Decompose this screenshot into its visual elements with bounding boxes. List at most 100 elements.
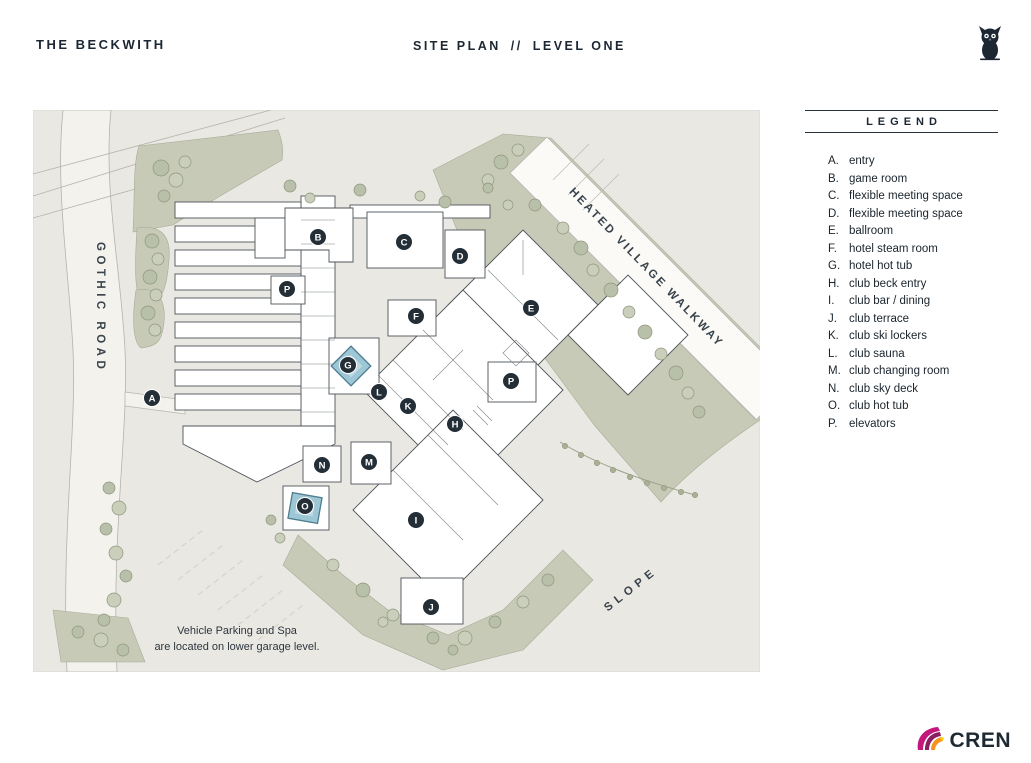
- legend-item-label: club sauna: [849, 347, 905, 360]
- svg-text:B: B: [315, 233, 322, 244]
- legend-item: M. club changing room: [828, 363, 998, 381]
- svg-text:L: L: [376, 388, 382, 399]
- page-title: SITE PLAN//LEVEL ONE: [413, 39, 626, 53]
- plan-marker-O: O: [296, 497, 314, 515]
- cren-logo-icon: [914, 724, 945, 757]
- legend-item-label: club beck entry: [849, 277, 927, 290]
- plan-marker-I: I: [407, 511, 425, 529]
- legend-item-label: hotel hot tub: [849, 260, 913, 272]
- svg-text:G: G: [344, 361, 351, 372]
- svg-text:J: J: [428, 603, 433, 614]
- legend-item: G. hotel hot tub: [828, 258, 998, 276]
- plan-marker-C: C: [395, 233, 413, 251]
- legend-item-label: club ski lockers: [849, 330, 927, 342]
- legend-item-key: E.: [828, 225, 839, 237]
- plan-marker-B: B: [309, 228, 327, 246]
- brand-title: THE BECKWITH: [36, 37, 166, 52]
- legend-item-key: K.: [828, 330, 839, 342]
- owl-logo-icon: [972, 24, 1008, 62]
- legend-item-key: H.: [828, 277, 840, 290]
- legend-item-key: L.: [828, 347, 838, 360]
- svg-text:I: I: [415, 516, 418, 527]
- site-plan-svg: GOTHIC ROAD HEATED VILLAGE WALKWAY SLOPE…: [33, 110, 760, 672]
- walkway-layer: [509, 136, 760, 421]
- legend-item-label: flexible meeting space: [849, 207, 963, 220]
- svg-text:M: M: [365, 458, 373, 469]
- legend-item-key: N.: [828, 382, 840, 395]
- plan-marker-K: K: [399, 397, 417, 415]
- legend-item-key: D.: [828, 207, 840, 220]
- plan-marker-E: E: [522, 299, 540, 317]
- legend-item-label: club hot tub: [849, 400, 909, 412]
- plan-marker-L: L: [370, 383, 388, 401]
- plan-marker-N: N: [313, 456, 331, 474]
- plan-marker-P: P: [502, 372, 520, 390]
- bush-row: [559, 441, 699, 499]
- legend-item: D. flexible meeting space: [828, 206, 998, 224]
- plan-marker-A: A: [143, 389, 161, 407]
- legend-item-label: game room: [849, 172, 908, 185]
- plan-marker-D: D: [451, 247, 469, 265]
- cren-logo-text: CREN: [949, 728, 1011, 752]
- legend-item: H. club beck entry: [828, 276, 998, 294]
- legend-item-key: G.: [828, 260, 841, 272]
- legend-item-key: J.: [828, 312, 837, 325]
- plan-marker-G: G: [339, 356, 357, 374]
- legend-item-label: elevators: [849, 417, 896, 430]
- svg-text:E: E: [528, 304, 534, 315]
- legend-item: P. elevators: [828, 416, 998, 434]
- plan-marker-M: M: [360, 453, 378, 471]
- plan-marker-P: P: [278, 280, 296, 298]
- svg-text:K: K: [405, 402, 412, 413]
- legend-item: O. club hot tub: [828, 398, 998, 416]
- legend-item-key: P.: [828, 417, 838, 430]
- svg-text:P: P: [508, 377, 515, 388]
- plan-marker-F: F: [407, 307, 425, 325]
- legend-item-label: flexible meeting space: [849, 190, 963, 202]
- plan-marker-J: J: [422, 598, 440, 616]
- svg-text:H: H: [452, 420, 459, 431]
- legend-item: F. hotel steam room: [828, 241, 998, 259]
- page-title-divider: //: [510, 39, 523, 53]
- svg-text:C: C: [401, 238, 408, 249]
- legend-item: K. club ski lockers: [828, 328, 998, 346]
- legend-item-key: I.: [828, 295, 835, 307]
- parking-note-line-1: Vehicle Parking and Spa: [177, 625, 298, 637]
- svg-text:N: N: [319, 461, 326, 472]
- legend-item-key: O.: [828, 400, 841, 412]
- page-title-sub: LEVEL ONE: [532, 39, 626, 53]
- tree-icons: [71, 143, 706, 657]
- legend-item: J. club terrace: [828, 311, 998, 329]
- legend-item: C. flexible meeting space: [828, 188, 998, 206]
- legend-item: E. ballroom: [828, 223, 998, 241]
- legend-item-label: club sky deck: [849, 382, 919, 395]
- legend-item-key: C.: [828, 190, 840, 202]
- legend-item-key: B.: [828, 172, 839, 185]
- legend-item: N. club sky deck: [828, 381, 998, 399]
- legend-item-label: entry: [849, 155, 875, 167]
- legend-item: I. club bar / dining: [828, 293, 998, 311]
- svg-text:F: F: [413, 312, 419, 323]
- legend-item-label: club terrace: [849, 312, 910, 325]
- cren-logo: CREN: [914, 724, 1011, 757]
- legend-item: A. entry: [828, 153, 998, 171]
- parking-note-line-2: are located on lower garage level.: [154, 641, 319, 653]
- svg-text:P: P: [284, 285, 291, 296]
- legend-item-label: ballroom: [849, 225, 894, 237]
- gothic-road-label: GOTHIC ROAD: [94, 242, 106, 373]
- legend-item: B. game room: [828, 171, 998, 189]
- legend-item-key: F.: [828, 242, 837, 255]
- legend-item-label: club bar / dining: [849, 295, 931, 307]
- svg-text:D: D: [457, 252, 464, 263]
- legend-item-key: M.: [828, 365, 841, 377]
- plan-markers: A B C D E F G H I J K L M N O P P: [143, 228, 540, 616]
- legend-item-key: A.: [828, 155, 839, 167]
- legend-item-label: hotel steam room: [849, 242, 938, 255]
- plan-marker-H: H: [446, 415, 464, 433]
- legend-item: L. club sauna: [828, 346, 998, 364]
- legend-title: LEGEND: [805, 110, 998, 133]
- legend-item-label: club changing room: [849, 365, 950, 377]
